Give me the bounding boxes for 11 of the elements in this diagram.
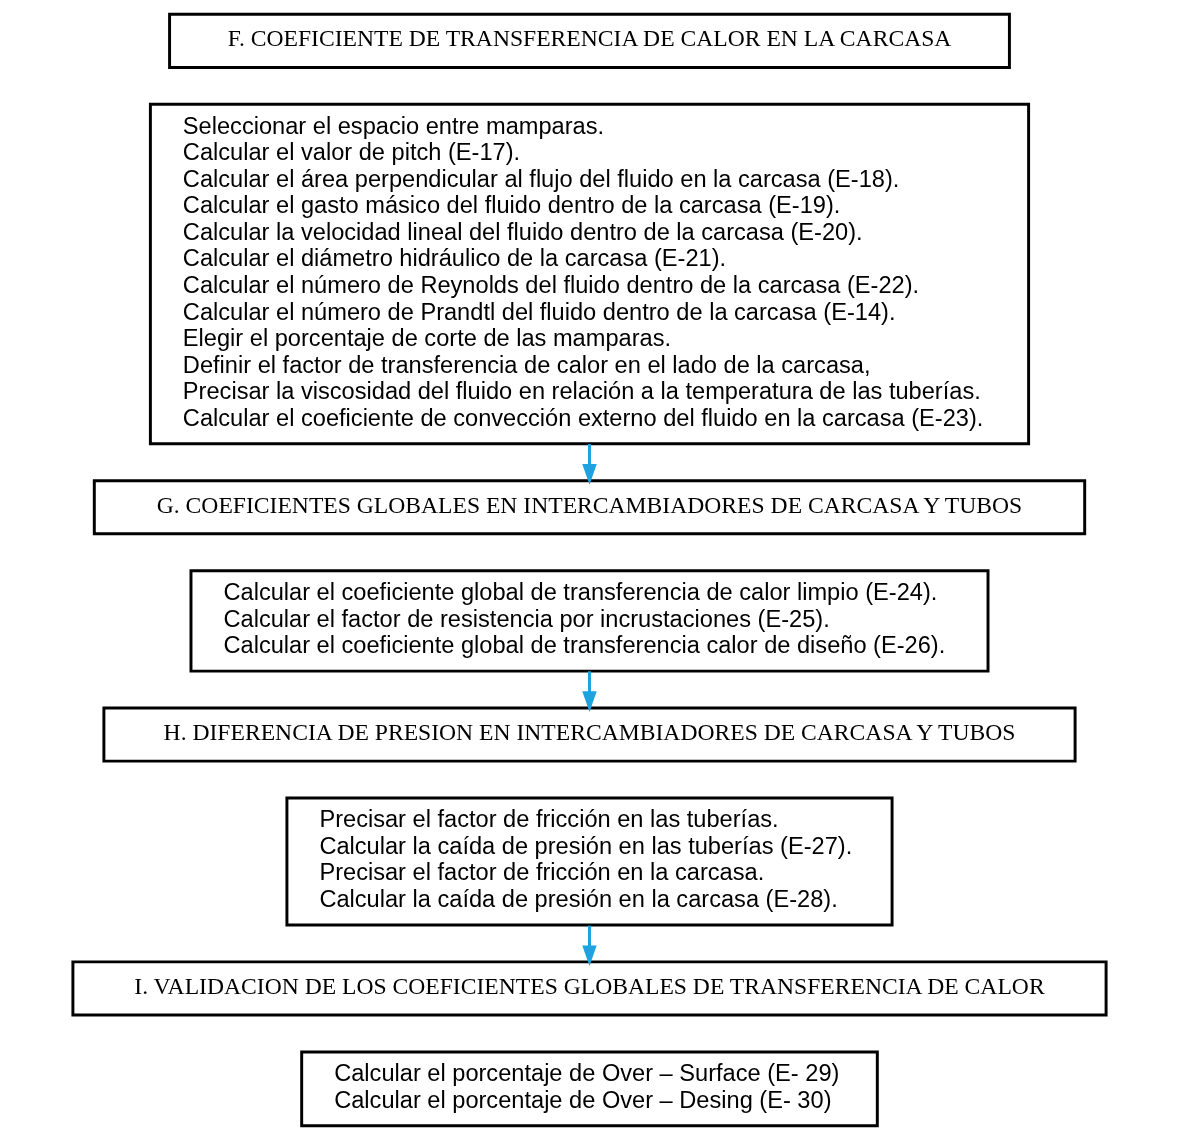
node-box: Calcular el coeficiente global de transferencia de calor limpio (E-24). Calcular el factor de resistencia por incrustaciones (E-25). Calcular el coeficiente global de transferencia calor de diseño (E-26). (189, 569, 990, 673)
arrow (582, 671, 597, 712)
node-box: Precisar el factor de fricción en las tuberías. Calcular la caída de presión en las tuberías (E-27). Precisar el factor de fricción en la carcasa. Calcular la caída de presión en la carcasa (E-28). (285, 796, 894, 927)
arrow (582, 925, 597, 967)
node-box: I. VALIDACION DE LOS COEFICIENTES GLOBALES DE TRANSFERENCIA DE CALOR (71, 960, 1108, 1017)
node-box: G. COEFICIENTES GLOBALES EN INTERCAMBIADORES DE CARCASA Y TUBOS (92, 479, 1087, 536)
node-box: Seleccionar el espacio entre mamparas. Calcular el valor de pitch (E-17). Calcular el área perpendicular al flujo del fluido en la carcasa (E-18). Calcular el gasto másico del fluido dentro de la carcasa (E-19). Calcular la velocidad lineal del fluido dentro de la carcasa (E-20). Calcular el diámetro hidráulico de la carcasa (E-21). Calcular el número de Reynolds del fluido dentro de la carcasa (E-22). Calcular el número de Prandtl del fluido dentro de la carcasa (E-14). Elegir el porcentaje de corte de las mamparas. Definir el factor de transferencia de calor en el lado de la carcasa, Precisar la viscosidad del fluido en relación a la temperatura de las tuberías. Calcular el coeficiente de convección externo del fluido en la carcasa (E-23). (148, 102, 1031, 446)
node-box: H. DIFERENCIA DE PRESION EN INTERCAMBIADORES DE CARCASA Y TUBOS (102, 706, 1077, 763)
node-box: F. COEFICIENTE DE TRANSFERENCIA DE CALOR EN LA CARCASA (168, 12, 1011, 69)
arrow (582, 444, 597, 485)
node-box: Calcular el porcentaje de Over – Surface (E- 29) Calcular el porcentaje de Over – Desing (E- 30) (300, 1050, 879, 1128)
